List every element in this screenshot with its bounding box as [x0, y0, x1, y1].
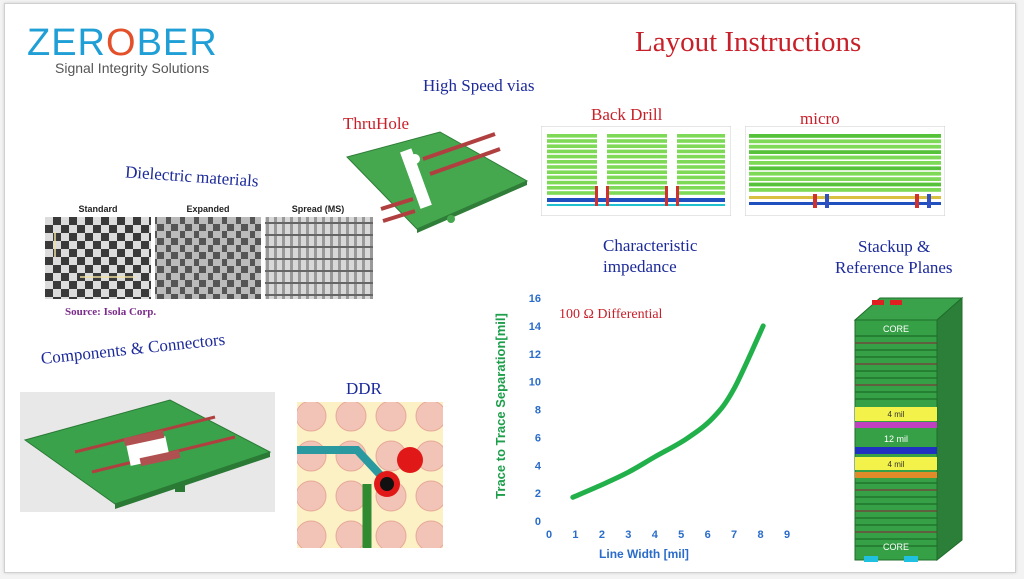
chart-xtick: 2 — [599, 529, 605, 541]
stackup-core-top: CORE — [883, 324, 909, 334]
micro-via-image — [745, 126, 945, 216]
logo-o: O — [106, 22, 137, 64]
components-panel — [20, 392, 275, 512]
label-ddr: DDR — [346, 379, 382, 398]
weave-images — [45, 217, 373, 299]
chart-ytick: 16 — [529, 293, 541, 305]
chart-ytick: 6 — [535, 432, 541, 444]
label-high-speed-vias: High Speed vias — [423, 76, 535, 95]
logo: ZEROBER — [27, 22, 218, 65]
chart-ylabel: Trace to Trace Separation[mil] — [493, 313, 508, 499]
label-components: Components & Connectors — [39, 329, 227, 368]
stackup-4mil-b: 4 mil — [888, 460, 905, 469]
stackup-image: CORE 4 mil 12 mil 4 mil CORE — [853, 296, 964, 562]
weave-caption-spread: Spread (MS) — [291, 204, 345, 214]
logo-tagline: Signal Integrity Solutions — [55, 60, 210, 76]
back-drill-image — [541, 126, 731, 216]
logo-part3: BER — [136, 22, 218, 64]
chart-xtick: 5 — [678, 529, 684, 541]
chart-xtick: 4 — [652, 529, 659, 541]
weave-caption-standard: Standard — [78, 204, 118, 214]
label-stackup-2: Reference Planes — [835, 258, 953, 277]
label-dielectric: Dielectric materials — [124, 162, 260, 191]
weave-source: Source: Isola Corp. — [65, 306, 157, 318]
label-back-drill: Back Drill — [591, 105, 663, 124]
chart-ytick: 8 — [535, 405, 541, 417]
chart-annotation: 100 Ω Differential — [559, 307, 663, 322]
label-stackup-1: Stackup & — [858, 237, 931, 256]
chart-xlabel: Line Width [mil] — [599, 547, 689, 561]
stackup-12mil: 12 mil — [884, 434, 908, 444]
chart-xtick: 8 — [757, 529, 763, 541]
page-title: Layout Instructions — [635, 26, 862, 58]
chart-xtick: 7 — [731, 529, 737, 541]
label-characteristic: Characteristic — [603, 236, 698, 255]
weave-caption-expanded: Expanded — [186, 204, 230, 214]
chart-ytick: 10 — [529, 377, 541, 389]
label-thruhole: ThruHole — [343, 114, 410, 133]
chart-series-line — [570, 323, 766, 500]
chart-ytick: 12 — [529, 349, 541, 361]
chart-ytick: 4 — [535, 460, 542, 472]
chart-xtick: 0 — [546, 529, 552, 541]
chart-ytick: 14 — [529, 321, 542, 333]
label-micro: micro — [800, 109, 840, 128]
thruhole-board — [346, 131, 529, 233]
slide: ZEROBER Signal Integrity Solutions Layou… — [4, 3, 1016, 573]
chart-ytick: 2 — [535, 488, 541, 500]
chart-xtick: 9 — [784, 529, 790, 541]
chart-xtick: 1 — [572, 529, 578, 541]
chart-xtick: 6 — [705, 529, 711, 541]
stackup-core-bottom: CORE — [883, 542, 909, 552]
stackup-4mil-a: 4 mil — [888, 410, 905, 419]
chart-ytick: 0 — [535, 516, 541, 528]
chart-xtick: 3 — [625, 529, 631, 541]
ddr-image — [297, 402, 443, 548]
label-impedance: impedance — [603, 257, 677, 276]
logo-part1: ZER — [27, 22, 106, 64]
components-board — [23, 399, 272, 509]
